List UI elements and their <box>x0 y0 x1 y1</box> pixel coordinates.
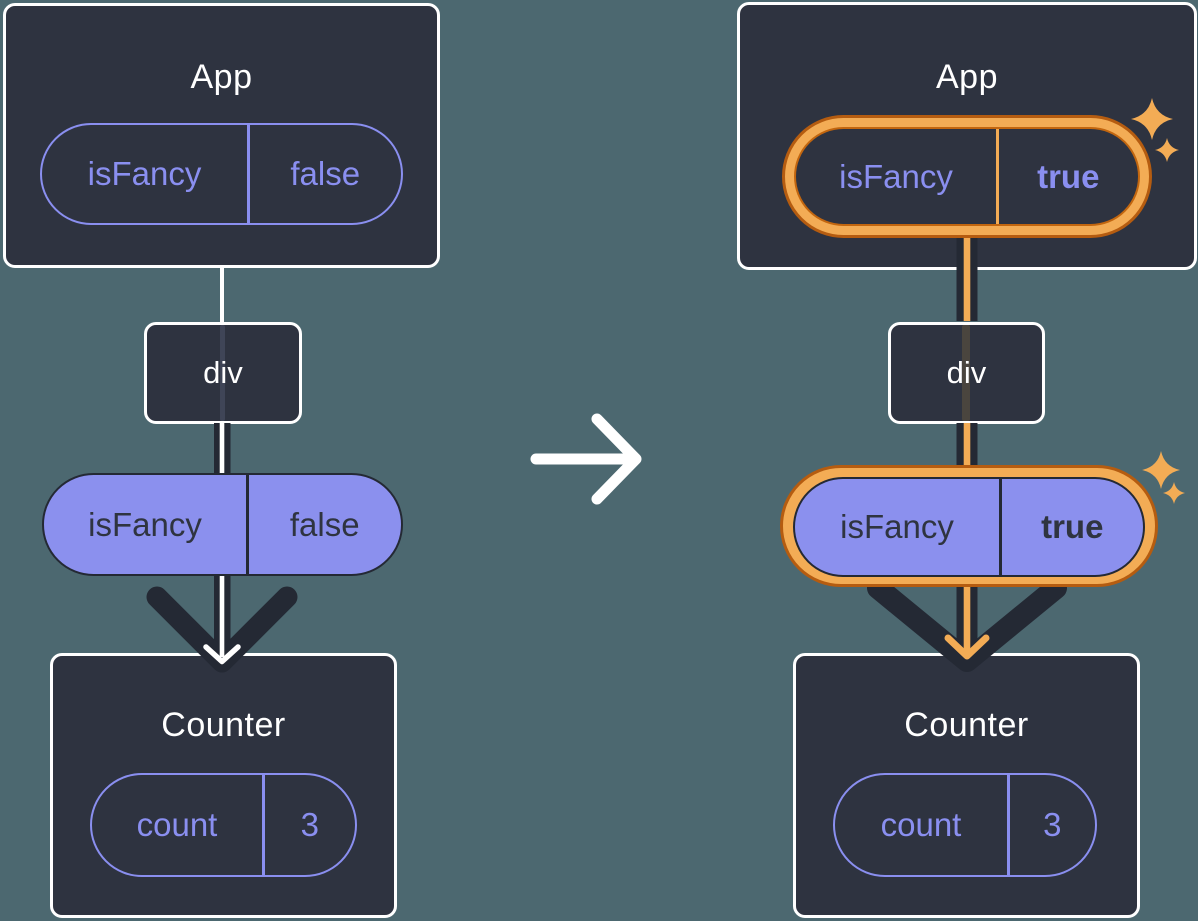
state-value: 3 <box>1043 806 1062 843</box>
component-box-div-after: div <box>888 322 1045 424</box>
prop-pill-after: isFancy true <box>793 477 1145 577</box>
line-behind-div <box>220 325 225 421</box>
component-title: Counter <box>904 706 1029 744</box>
pill-divider <box>999 479 1002 575</box>
state-value: false <box>290 155 361 192</box>
line-behind-div <box>962 325 970 421</box>
state-pill-counter-after: count 3 <box>833 773 1097 877</box>
prop-value: false <box>289 505 360 543</box>
state-pill-app-before: isFancy false <box>40 123 403 225</box>
state-name: count <box>136 806 218 843</box>
pill-divider <box>1007 775 1010 875</box>
state-pill-counter-before: count 3 <box>90 773 357 877</box>
state-name: isFancy <box>87 155 202 192</box>
right-arrowhead-dark <box>867 577 1067 672</box>
pill-divider <box>262 775 265 875</box>
prop-pill-before: isFancy false <box>42 473 403 576</box>
state-pill-app-after: isFancy true <box>794 127 1140 226</box>
state-name: isFancy <box>839 157 953 195</box>
component-title: div <box>946 355 987 390</box>
sparkle-icon <box>1163 482 1185 504</box>
transition-arrow-head <box>591 413 642 505</box>
prop-name: isFancy <box>88 505 202 543</box>
component-title: App <box>190 58 253 96</box>
state-value: 3 <box>300 806 319 843</box>
state-value: true <box>1037 157 1100 195</box>
pill-divider <box>996 129 999 224</box>
component-title: App <box>936 58 998 96</box>
state-name: count <box>880 806 962 843</box>
pill-divider <box>246 475 249 574</box>
prop-value: true <box>1041 508 1104 545</box>
left-app-to-div-line <box>220 266 224 324</box>
prop-name: isFancy <box>840 508 954 545</box>
component-title: div <box>203 355 243 390</box>
component-box-div-before: div <box>144 322 302 424</box>
sparkle-icon <box>1142 451 1180 489</box>
pill-divider <box>247 125 250 223</box>
component-title: Counter <box>161 706 286 744</box>
